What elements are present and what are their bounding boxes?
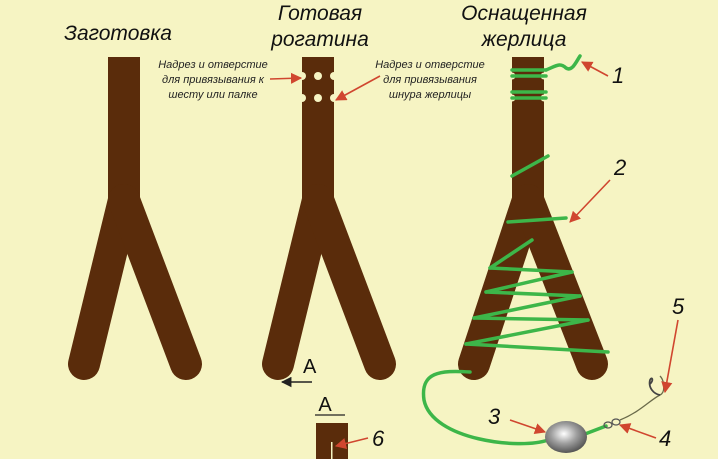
rigged-fork xyxy=(458,57,608,380)
sinker xyxy=(545,421,587,453)
swivel xyxy=(603,418,621,429)
svg-text:Надрез и отверстие: Надрез и отверстие xyxy=(158,59,268,71)
label-6: 6 xyxy=(372,426,385,451)
label-2: 2 xyxy=(613,155,626,180)
title-ready-2: рогатина xyxy=(270,28,369,51)
view-letter: A xyxy=(303,356,317,378)
blank-fork xyxy=(68,57,202,380)
title-rigged-1: Оснащенная xyxy=(461,2,587,25)
label-1: 1 xyxy=(612,63,624,88)
title-ready-1: Готовая xyxy=(278,2,362,25)
label-5: 5 xyxy=(672,294,685,319)
section-letter: A xyxy=(318,394,332,416)
title-rigged-2: жерлица xyxy=(481,28,567,51)
svg-text:Надрез и отверстие: Надрез и отверстие xyxy=(375,59,485,71)
ready-fork xyxy=(262,57,396,380)
svg-text:шесту или палке: шесту или палке xyxy=(168,89,257,101)
hook xyxy=(619,375,665,421)
svg-text:для привязывания к: для привязывания к xyxy=(162,74,265,86)
label-4: 4 xyxy=(659,426,671,451)
label-3: 3 xyxy=(488,404,501,429)
title-blank: Заготовка xyxy=(64,22,172,45)
fishing-line xyxy=(421,54,610,446)
note-right: Надрез и отверстие для привязывания шнур… xyxy=(335,59,485,101)
note-left: Надрез и отверстие для привязывания к ше… xyxy=(158,59,303,101)
section-cross xyxy=(316,423,348,459)
svg-text:шнура жерлицы: шнура жерлицы xyxy=(389,89,471,101)
svg-text:для привязывания: для привязывания xyxy=(383,74,477,86)
